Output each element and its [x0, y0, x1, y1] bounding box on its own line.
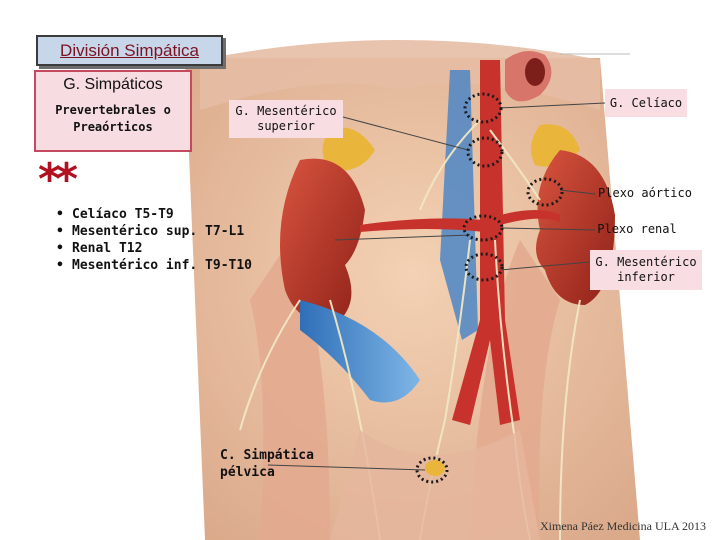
- levels-list: •Celíaco T5-T9 •Mesentérico sup. T7-L1 •…: [56, 206, 252, 274]
- label-line: inferior: [617, 270, 675, 284]
- level-mesenterico-sup: Mesentérico sup. T7-L1: [72, 224, 245, 239]
- label-line: superior: [257, 119, 315, 133]
- label-celiaco: G. Celíaco: [605, 89, 687, 117]
- ganglia-subtitle-line-1: Prevertebrales o: [55, 103, 171, 117]
- ganglia-box-subtitle: Prevertebrales o Preaórticos: [36, 102, 190, 136]
- slide-title: División Simpática: [36, 35, 223, 66]
- ganglia-subtitle-line-2: Preaórticos: [73, 120, 153, 134]
- note-marker: **: [38, 154, 78, 205]
- level-celiaco: Celíaco T5-T9: [72, 207, 174, 222]
- label-line: G. Mesentérico: [595, 255, 697, 269]
- label-cadena-pelvica: C. Simpática pélvica: [220, 447, 314, 481]
- label-plexo-aortico: Plexo aórtico: [598, 186, 692, 200]
- label-line: C. Simpática: [220, 448, 314, 463]
- level-mesenterico-inf: Mesentérico inf. T9-T10: [72, 258, 253, 273]
- label-mesenterico-superior: G. Mesentérico superior: [229, 100, 343, 138]
- list-item: •Celíaco T5-T9: [56, 207, 174, 222]
- label-plexo-renal: Plexo renal: [597, 222, 677, 236]
- label-mesenterico-inferior: G. Mesentérico inferior: [590, 250, 702, 290]
- label-line: pélvica: [220, 465, 275, 480]
- level-renal: Renal T12: [72, 241, 143, 256]
- ganglia-box-title: G. Simpáticos: [63, 76, 163, 93]
- label-line: G. Mesentérico: [235, 104, 337, 118]
- credit-text: Ximena Páez Medicina ULA 2013: [540, 519, 706, 533]
- list-item: •Mesentérico inf. T9-T10: [56, 258, 253, 273]
- list-item: •Mesentérico sup. T7-L1: [56, 224, 245, 239]
- list-item: •Renal T12: [56, 241, 143, 256]
- ganglia-type-box: G. Simpáticos Prevertebrales o Preaórtic…: [34, 70, 192, 152]
